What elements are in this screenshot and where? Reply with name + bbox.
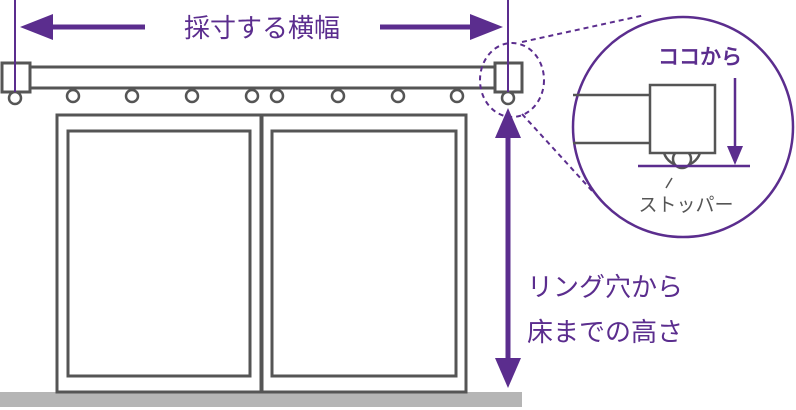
door-right-glass bbox=[270, 129, 458, 378]
door-left-glass bbox=[66, 129, 252, 378]
zoom-leader-top bbox=[521, 14, 646, 43]
height-label-line2: 床までの高さ bbox=[527, 318, 683, 348]
curtain-rings bbox=[7, 88, 516, 106]
ring bbox=[184, 88, 200, 104]
ring bbox=[500, 90, 516, 106]
floor bbox=[0, 392, 522, 407]
width-arrow-left bbox=[20, 14, 145, 40]
stopper-leader bbox=[665, 177, 673, 189]
ring bbox=[390, 88, 406, 104]
ring bbox=[244, 88, 260, 104]
width-label: 採寸する横幅 bbox=[184, 14, 340, 44]
width-arrow-right bbox=[380, 14, 503, 40]
zoom-focus-ellipse bbox=[479, 42, 545, 118]
window-doors bbox=[55, 113, 468, 394]
door-left-frame bbox=[55, 113, 263, 394]
ring bbox=[449, 88, 465, 104]
ring bbox=[124, 88, 140, 104]
height-arrow bbox=[495, 108, 521, 388]
curtain-rail bbox=[0, 61, 524, 94]
ring bbox=[330, 88, 346, 104]
rail-bar bbox=[28, 65, 497, 90]
ring bbox=[269, 88, 285, 104]
from-here-label: ココから bbox=[658, 45, 742, 69]
door-right-frame bbox=[260, 113, 468, 394]
zoom-detail bbox=[573, 83, 717, 189]
ring bbox=[65, 88, 81, 104]
from-here-arrow bbox=[727, 78, 743, 165]
height-label-line1: リング穴から bbox=[527, 273, 683, 303]
stopper-label: ストッパー bbox=[638, 194, 733, 216]
runner-block bbox=[648, 83, 717, 155]
ring bbox=[7, 90, 23, 106]
